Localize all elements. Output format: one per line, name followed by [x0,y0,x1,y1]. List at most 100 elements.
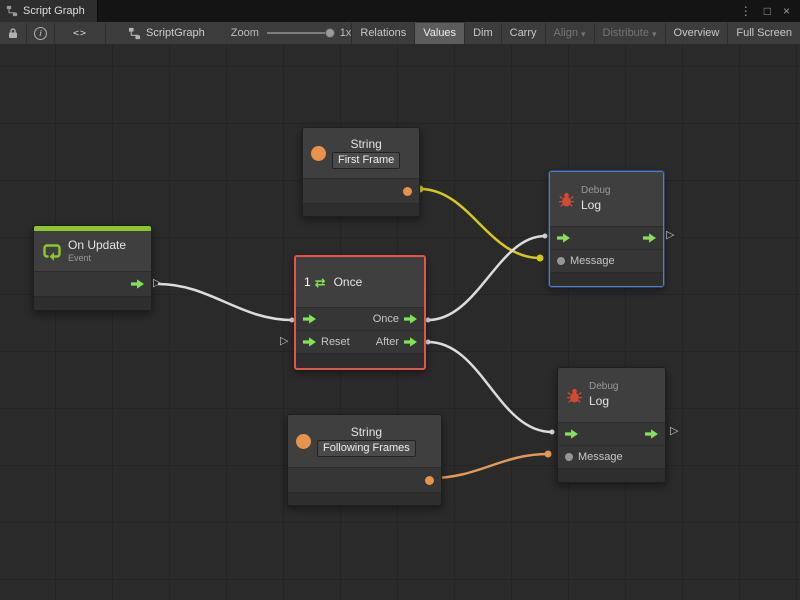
node-namespace: Debug [581,185,611,197]
once-output-port[interactable] [404,314,417,324]
chevron-down-icon: ▾ [580,28,586,39]
window-menu-icon[interactable]: ⋮ [739,4,752,18]
node-footer [303,203,419,216]
full-screen-button[interactable]: Full Screen [727,22,800,44]
node-title: String [350,136,382,151]
string-literal-icon [311,145,326,161]
flow-output-port[interactable] [645,429,658,439]
dim-label: Dim [473,27,493,39]
maximize-icon[interactable]: □ [763,4,771,18]
once-number-icon: 1 [304,275,311,289]
graph-canvas[interactable]: String First Frame [0,44,800,600]
flow-output-port[interactable] [131,279,144,289]
flow-continuation-icon: ▷ [666,229,675,241]
reset-input-port[interactable] [303,337,316,347]
dim-button[interactable]: Dim [464,22,501,44]
full-screen-label: Full Screen [736,27,792,39]
wire-once-to-debug-top[interactable] [427,234,546,322]
node-title: Log [581,197,602,212]
info-icon: i [34,26,47,40]
node-once[interactable]: 1 ⇄ Once Once Reset After [294,255,426,370]
distribute-dropdown[interactable]: Distribute ▾ [593,22,665,44]
message-port-label: Message [570,255,615,267]
node-footer [288,492,441,505]
event-accent-bar [34,226,151,231]
reset-port-label: Reset [321,336,350,348]
align-label: Align [553,27,578,39]
graph-name-label: ScriptGraph [146,27,205,39]
once-port-label: Once [372,313,399,325]
zoom-label: Zoom [230,27,259,39]
chevron-down-icon: ▾ [651,28,657,39]
wire-endpoint [549,429,555,435]
flow-continuation-icon: ▷ [153,277,162,289]
flow-input-port[interactable] [303,314,316,324]
zoom-slider[interactable] [266,28,335,38]
carry-label: Carry [509,27,537,39]
bug-icon [559,192,574,207]
node-string-first-frame[interactable]: String First Frame [302,127,420,217]
tab-title: Script Graph [23,5,85,17]
node-footer [296,353,424,368]
wire-endpoint [425,317,431,323]
flow-continuation-icon: ▷ [670,425,679,437]
zoom-slider-track [266,32,334,34]
wire-once-after-to-debug-bottom[interactable] [427,340,553,434]
wire-onupdate-to-once[interactable] [157,282,293,322]
node-title: String [350,424,383,439]
node-footer [558,468,665,482]
string-literal-icon [296,433,311,449]
node-debug-log-bottom[interactable]: Debug Log Message [557,367,666,483]
relations-label: Relations [360,27,407,39]
node-title: Once [333,275,363,289]
flow-input-port[interactable] [557,233,570,243]
relations-button[interactable]: Relations [351,22,414,44]
node-on-update-event[interactable]: On Update Event [33,225,152,311]
overview-button[interactable]: Overview [664,22,728,44]
flow-input-port[interactable] [565,429,578,439]
graph-toolbar: i <> ScriptGraph Zoom 1x Relations Value… [0,22,800,45]
graph-breadcrumb[interactable]: ScriptGraph [128,27,205,40]
wire-endpoint [425,339,431,345]
graph-icon [6,5,18,17]
bug-icon [567,388,582,403]
swap-arrows-icon: ⇄ [314,274,326,290]
node-namespace: Debug [589,381,619,393]
message-port-label: Message [578,451,623,463]
string-input-field[interactable]: Following Frames [317,439,416,458]
after-output-port[interactable] [404,337,417,347]
flow-output-port[interactable] [643,233,656,243]
after-port-label: After [375,336,399,348]
node-title: On Update [68,237,127,252]
carry-button[interactable]: Carry [500,22,545,44]
wire-endpoint [544,450,552,458]
node-string-following-frames[interactable]: String Following Frames [287,414,442,506]
script-graph-icon [128,27,141,39]
values-button[interactable]: Values [414,22,465,44]
wire-string-to-debug-bottom-message[interactable] [431,452,549,480]
message-input-port[interactable] [565,453,573,461]
lock-icon [9,28,17,38]
string-output-port[interactable] [403,186,412,196]
node-footer [550,272,663,286]
tab-script-graph[interactable]: Script Graph [0,0,98,22]
message-input-port[interactable] [557,257,565,265]
node-debug-log-top[interactable]: Debug Log Message [549,171,664,287]
info-button[interactable]: i [27,22,55,44]
code-icon: <> [73,27,88,39]
wire-endpoint [536,254,544,262]
update-loop-icon [43,244,61,261]
string-input-field[interactable]: First Frame [332,151,401,170]
align-dropdown[interactable]: Align ▾ [544,22,594,44]
node-title: Log [589,393,610,408]
zoom-value: 1x [339,27,352,39]
zoom-slider-knob[interactable] [324,28,335,38]
string-output-port[interactable] [425,475,434,485]
toolbar-buttons: Relations Values Dim Carry Align ▾ Distr… [351,22,800,44]
close-icon[interactable]: × [782,4,790,18]
code-view-button[interactable]: <> [55,22,107,44]
overview-label: Overview [673,27,720,39]
lock-button[interactable] [0,22,27,44]
wire-string-to-debug-message[interactable] [419,187,541,260]
